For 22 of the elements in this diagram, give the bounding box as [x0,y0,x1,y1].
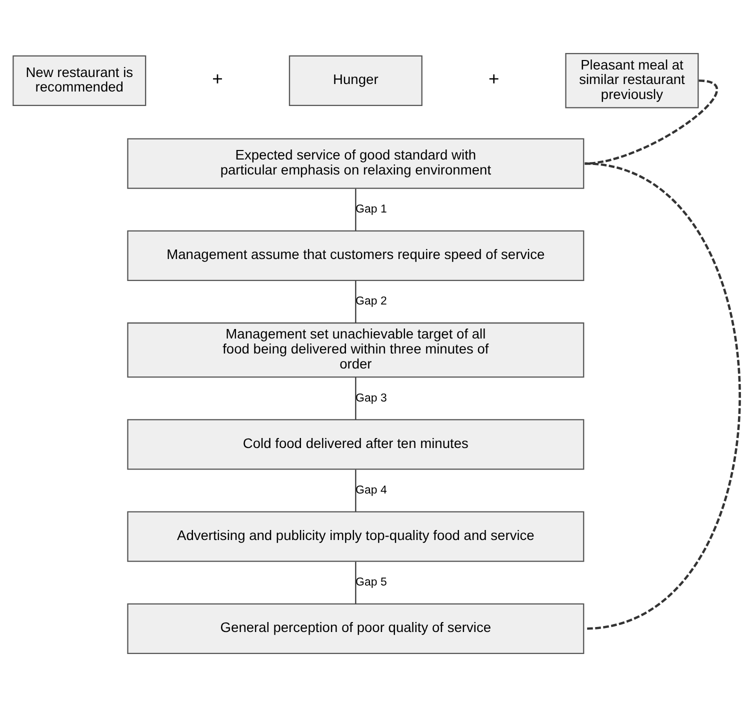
connector [584,162,741,630]
node-box: Hunger [288,55,422,106]
node-box: Management set unachievable target of all food being delivered within three minutes of order [127,322,584,378]
label: + [212,68,223,90]
connector [355,188,356,231]
edge-label: Gap 2 [356,296,387,308]
connector [355,562,356,604]
connector [355,470,356,512]
node-box: Expected service of good standard with particular emphasis on relaxing environment [127,138,584,189]
edge-label: Gap 3 [356,392,387,404]
label: + [488,68,500,90]
connector [355,377,356,420]
edge-label: Gap 1 [356,203,387,216]
node-box: Cold food delivered after ten minutes [127,419,584,470]
node-box: New restaurant is recommended [12,55,146,106]
node-box: Pleasant meal at similar restaurant previously [565,53,699,108]
connector [355,280,356,323]
edge-label: Gap 5 [356,576,387,588]
node-box: General perception of poor quality of service [127,603,584,654]
node-box: Management assume that customers require speed of service [127,230,584,281]
node-box: Advertising and publicity imply top-quality food and service [127,511,584,562]
edge-label: Gap 4 [356,484,387,496]
